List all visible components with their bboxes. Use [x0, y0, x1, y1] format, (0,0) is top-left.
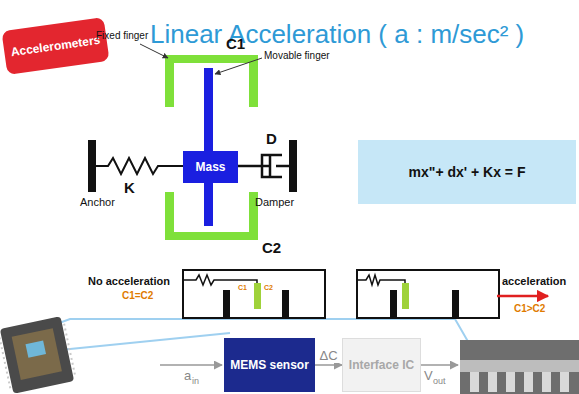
- part-label: Anchor: [80, 196, 115, 208]
- chip-picture: [0, 316, 75, 393]
- leader-line: [215, 58, 262, 74]
- node-text: mx"+ dx' + Kx = F: [409, 164, 526, 180]
- anchor-right: [289, 140, 297, 192]
- signal-name: V: [424, 369, 433, 383]
- spring-symbol: [96, 158, 183, 174]
- sem-picture: [460, 340, 579, 394]
- state-label: No acceleration: [88, 275, 170, 287]
- part-label: Movable finger: [264, 50, 330, 61]
- symbol-label: D: [266, 131, 277, 148]
- capacitor-label: C2: [262, 240, 281, 257]
- title: Linear Acceleration ( a : m/sec² ): [150, 20, 524, 49]
- fixed-fingers: [165, 55, 258, 240]
- capacitor-label: C1: [238, 284, 247, 292]
- output-arrow: [421, 364, 458, 366]
- node-text: MEMS sensor: [230, 358, 309, 372]
- signal-subscript: out: [433, 377, 446, 387]
- sensor-box: MEMS sensor: [224, 338, 315, 392]
- category-tag: Accelerometers: [1, 17, 109, 75]
- damper-symbol: [238, 155, 289, 177]
- node-text: Mass: [195, 160, 225, 174]
- node-text: Accelerometers: [10, 33, 101, 59]
- part-label: Fixed finger: [96, 30, 148, 41]
- signal-name: a: [184, 369, 191, 383]
- anchor-left: [88, 140, 96, 192]
- signal-subscript: in: [192, 377, 199, 387]
- symbol-label: K: [124, 180, 135, 197]
- state-label: acceleration: [502, 275, 566, 287]
- part-label: Damper: [255, 196, 294, 208]
- capacitor-label: C2: [264, 284, 273, 292]
- equation-box: mx"+ dx' + Kx = F: [358, 140, 576, 204]
- input-arrow: [160, 364, 222, 366]
- state-box-rest: [183, 270, 325, 318]
- state-box-accel: [357, 270, 499, 318]
- interface-box: Interface IC: [342, 338, 421, 392]
- state-value: C1>C2: [514, 303, 545, 314]
- node-text: Interface IC: [349, 358, 414, 372]
- mass-block: Mass: [183, 151, 238, 183]
- state-value: C1=C2: [122, 290, 153, 301]
- acceleration-arrow: [497, 295, 548, 298]
- capacitor-label: C1: [226, 36, 245, 53]
- connector-label: ΔC: [318, 349, 338, 363]
- signal-connector: [315, 364, 342, 366]
- movable-finger: [204, 68, 213, 226]
